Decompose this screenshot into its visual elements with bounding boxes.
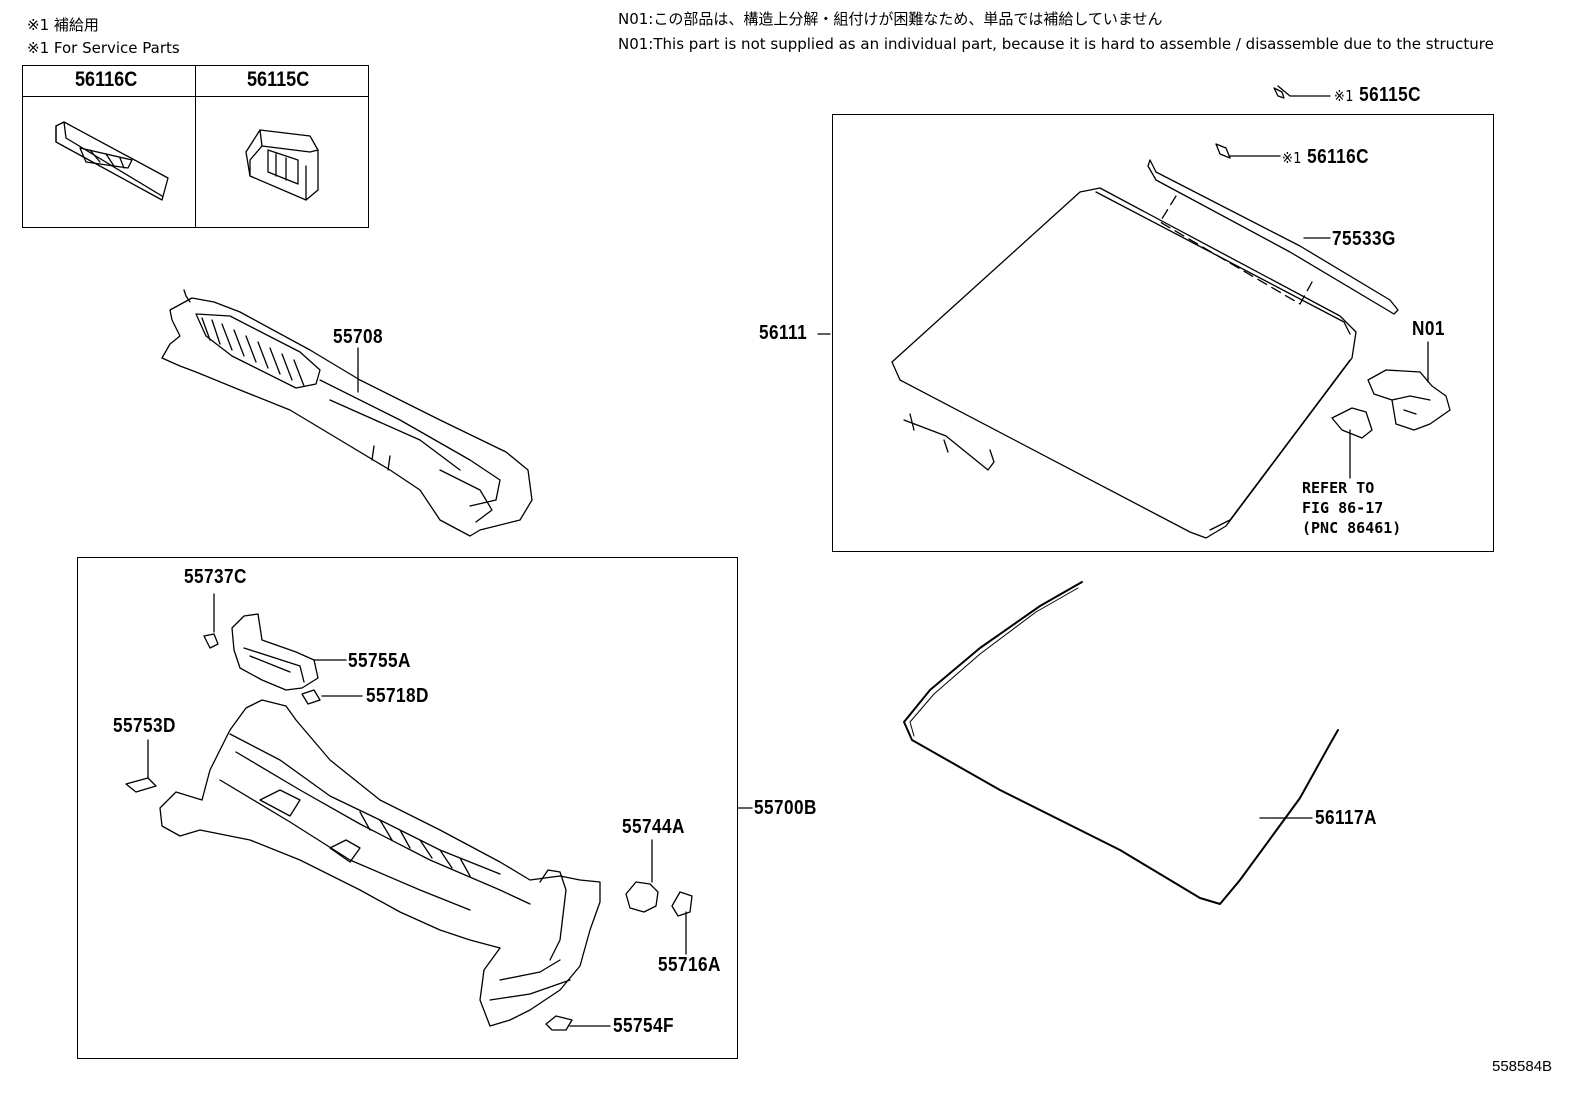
service-col-56116c[interactable]: 56116C <box>75 68 138 91</box>
windshield-group-box <box>832 114 1494 552</box>
part-55754f-drawing <box>545 1015 573 1031</box>
service-note-en: ※1 For Service Parts <box>27 39 180 57</box>
label-56111[interactable]: 56111 <box>759 322 808 344</box>
label-56115c[interactable]: ※1 56115C <box>1334 84 1421 107</box>
part-56111-drawing <box>891 187 1357 539</box>
label-n01[interactable]: N01 <box>1412 318 1445 340</box>
label-56117a[interactable]: 56117A <box>1315 807 1377 829</box>
part-55744a-drawing <box>625 881 659 913</box>
part-55755a-drawing <box>231 613 319 691</box>
service-mark-56115c: ※1 <box>1334 87 1354 105</box>
part-55737c-drawing <box>203 633 219 649</box>
part-56115c-small <box>1273 87 1285 99</box>
service-note-jp: ※1 補給用 <box>27 16 99 34</box>
label-55708[interactable]: 55708 <box>333 326 383 348</box>
label-55744a[interactable]: 55744A <box>622 816 685 838</box>
service-table-divider <box>195 65 196 228</box>
part-56116c-icon <box>55 121 169 201</box>
n01-note-en: N01:This part is not supplied as an indi… <box>618 35 1494 53</box>
leader-56115c <box>1277 85 1331 97</box>
part-55753d-drawing <box>125 777 157 793</box>
label-55753d[interactable]: 55753D <box>113 715 176 737</box>
part-n01-drawing <box>1331 369 1451 439</box>
part-55708-drawing <box>161 289 533 537</box>
label-56115c-code: 56115C <box>1359 84 1421 106</box>
label-55700b[interactable]: 55700B <box>754 797 817 819</box>
part-56116c-small <box>1215 143 1231 159</box>
service-col-56115c[interactable]: 56115C <box>247 68 310 91</box>
service-mark-56116c: ※1 <box>1282 149 1302 167</box>
label-55754f[interactable]: 55754F <box>613 1015 674 1037</box>
label-56116c[interactable]: ※1 56116C <box>1282 146 1369 169</box>
n01-note-jp: N01:この部品は、構造上分解・組付けが困難なため、単品では補給していません <box>618 10 1163 28</box>
part-55716a-drawing <box>671 891 693 917</box>
label-55737c[interactable]: 55737C <box>184 566 247 588</box>
label-55718d[interactable]: 55718D <box>366 685 429 707</box>
refer-note[interactable]: REFER TO FIG 86-17 (PNC 86461) <box>1302 478 1401 538</box>
refer-line-1: REFER TO <box>1302 479 1375 497</box>
label-56116c-code: 56116C <box>1307 146 1369 168</box>
part-56115c-icon <box>245 129 319 201</box>
part-55718d-drawing <box>301 689 321 705</box>
refer-line-2: FIG 86-17 <box>1302 499 1384 517</box>
part-55700b-drawing <box>159 699 601 1027</box>
label-55716a[interactable]: 55716A <box>658 954 721 976</box>
label-55755a[interactable]: 55755A <box>348 650 411 672</box>
part-75533g-drawing <box>1147 159 1399 315</box>
diagram-code: 558584B <box>1492 1058 1553 1075</box>
label-75533g[interactable]: 75533G <box>1332 228 1396 250</box>
refer-line-3: (PNC 86461) <box>1302 519 1402 537</box>
part-56117a-drawing <box>903 581 1339 905</box>
